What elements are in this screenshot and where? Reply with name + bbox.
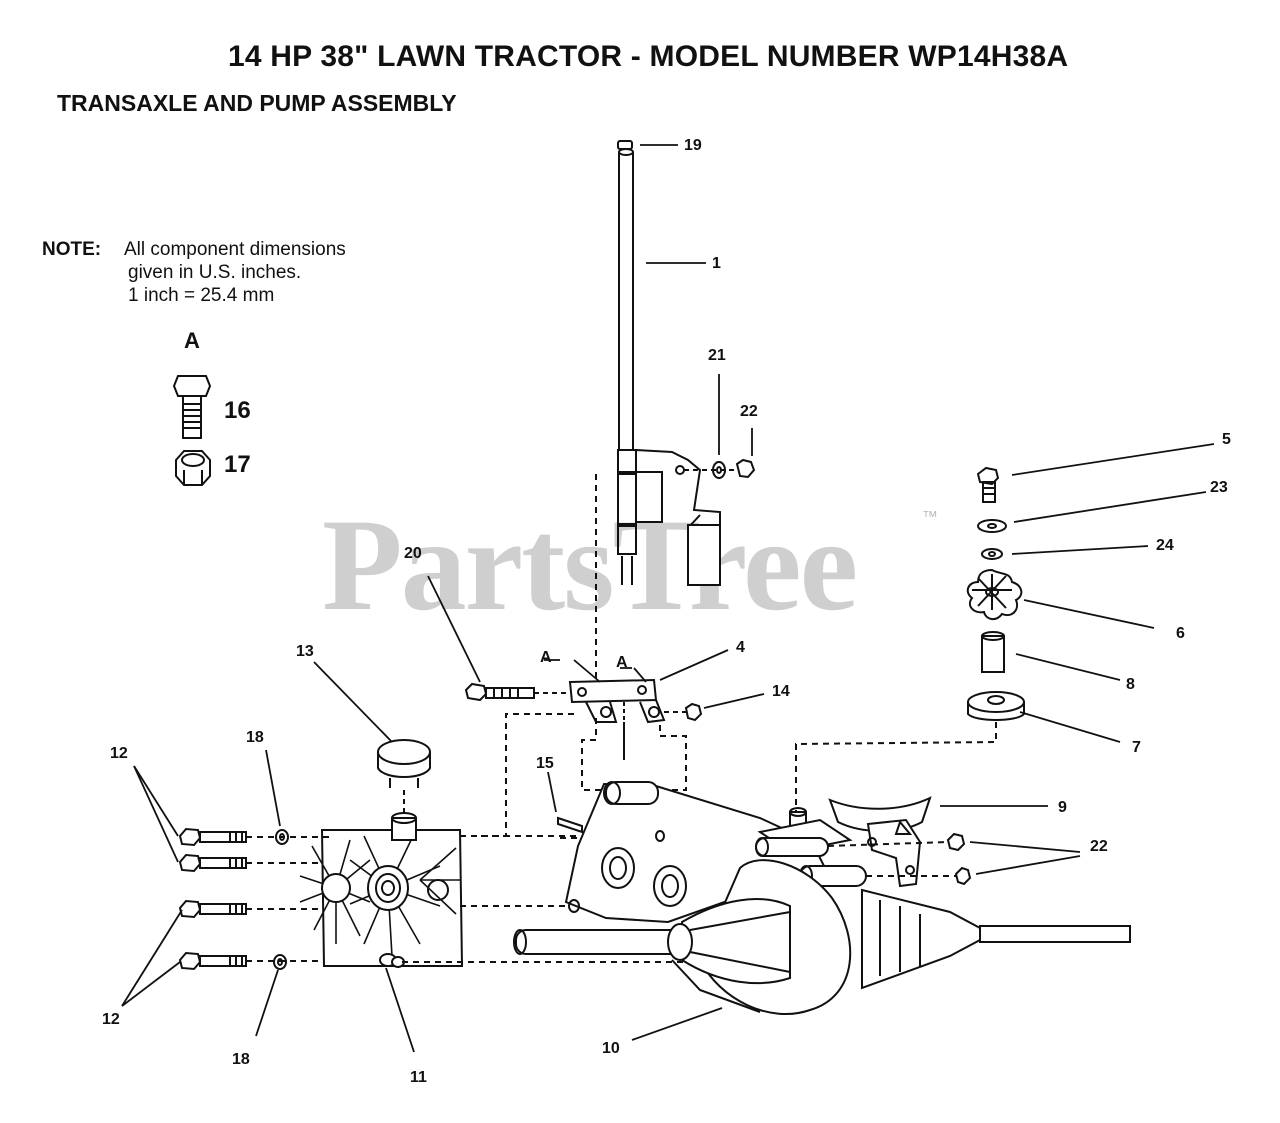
detail-mark-a-left: A: [540, 649, 552, 666]
callout-22-upper: 22: [740, 403, 758, 420]
pin-15-drawing: [557, 816, 583, 834]
cap-13-drawing: [377, 739, 431, 788]
callout-22-lower: 22: [1090, 838, 1108, 855]
washer-24-drawing: [981, 548, 1003, 560]
callout-11: 11: [410, 1069, 427, 1086]
callout-18-upper: 18: [246, 729, 264, 746]
callout-1: 1: [712, 255, 721, 272]
callout-12-upper: 12: [110, 745, 128, 762]
nut-22-upper-drawing: [735, 458, 756, 479]
callout-18-lower: 18: [232, 1051, 250, 1068]
label-17: 17: [224, 451, 251, 478]
callout-13: 13: [296, 643, 314, 660]
callout-8: 8: [1126, 676, 1135, 693]
nut-14-drawing: [684, 702, 703, 722]
nut-22-lower-a-drawing: [946, 832, 966, 852]
note-line-2: given in U.S. inches.: [128, 262, 302, 283]
callout-5: 5: [1222, 431, 1231, 448]
bolt-12-b-drawing: [178, 853, 247, 873]
callout-20: 20: [404, 545, 422, 562]
bracket-9-drawing: [828, 796, 932, 888]
callout-21: 21: [708, 347, 726, 364]
callout-10: 10: [602, 1040, 620, 1057]
callout-24: 24: [1156, 537, 1174, 554]
note-line-3: 1 inch = 25.4 mm: [128, 285, 275, 306]
note-line-1: All component dimensions: [124, 239, 346, 260]
nut-22-lower-b-drawing: [954, 866, 972, 886]
watermark-logo: PartsTree: [322, 491, 858, 638]
note-key: NOTE:: [42, 239, 102, 260]
washer-23-drawing: [977, 519, 1007, 533]
pulley-7-drawing: [967, 691, 1025, 721]
inset-label: A: [184, 328, 200, 353]
nut-17-drawing: [175, 450, 211, 486]
callout-12-lower: 12: [102, 1011, 120, 1028]
callout-19: 19: [684, 137, 702, 154]
bolt-12-d-drawing: [178, 951, 247, 971]
pump-11-drawing: [299, 812, 464, 968]
callout-23: 23: [1210, 479, 1228, 496]
detail-mark-a-right: A: [616, 654, 628, 671]
spacer-8-drawing: [981, 631, 1005, 673]
callout-6: 6: [1176, 625, 1185, 642]
bolt-16-drawing: [172, 375, 212, 439]
assembly-title: TRANSAXLE AND PUMP ASSEMBLY: [57, 90, 457, 116]
bolt-12-c-drawing: [178, 899, 247, 919]
transaxle-10-drawing: [513, 781, 1131, 1015]
control-bracket-4-drawing: [568, 678, 666, 724]
bolt-12-a-drawing: [178, 827, 247, 847]
callout-15: 15: [536, 755, 554, 772]
bolt-5-drawing: [976, 466, 1000, 503]
shift-rod-1-drawing: [595, 140, 721, 680]
callout-9: 9: [1058, 799, 1067, 816]
watermark-trademark: ™: [922, 509, 938, 526]
callout-14: 14: [772, 683, 790, 700]
bolt-20-drawing: [464, 682, 535, 702]
label-16: 16: [224, 397, 251, 424]
fan-6-drawing: [966, 568, 1023, 620]
callout-7: 7: [1132, 739, 1141, 756]
page-title: 14 HP 38" LAWN TRACTOR - MODEL NUMBER WP…: [228, 40, 1069, 73]
callout-4: 4: [736, 639, 745, 656]
